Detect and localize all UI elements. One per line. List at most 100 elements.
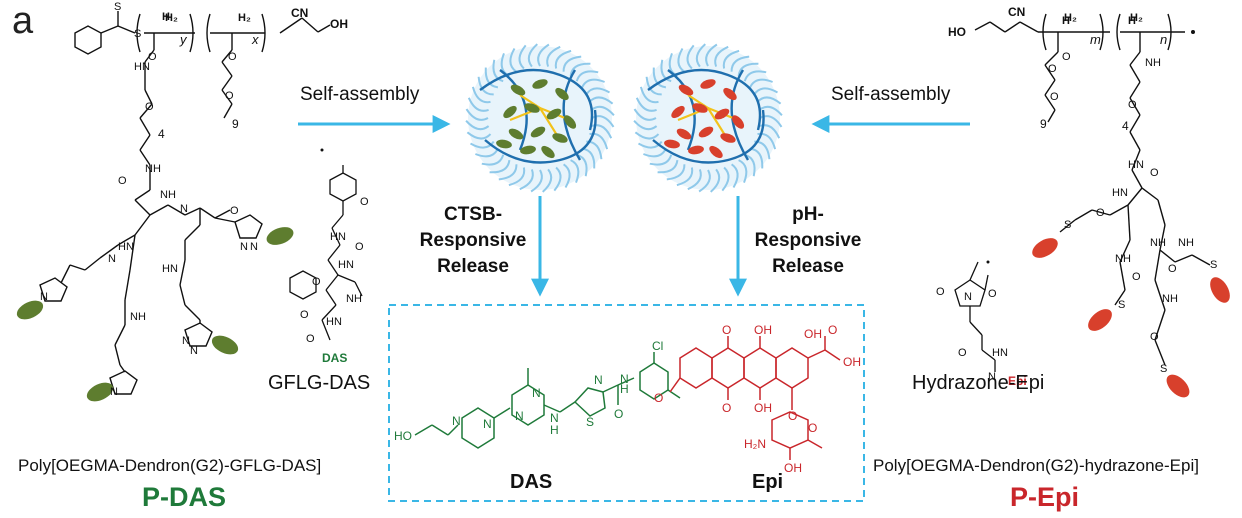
micelle-payload: [692, 103, 708, 113]
svg-text:NH: NH: [1115, 253, 1131, 265]
micelle-payload: [709, 145, 723, 159]
svg-text:N: N: [515, 409, 524, 423]
micelle-corona-strand: [721, 166, 730, 192]
gflg-das-drug-tag: DAS: [322, 351, 347, 365]
micelle-corona-strand: [677, 47, 686, 73]
svg-text:N: N: [108, 253, 116, 265]
micelle-corona-strand: [585, 87, 611, 96]
micelle-corona-strand: [676, 167, 694, 187]
svg-text:HN: HN: [162, 263, 178, 275]
svg-text:O: O: [118, 175, 127, 187]
das-structure: [414, 352, 681, 449]
micelle-corona-strand: [730, 55, 750, 72]
micelle-payload: [698, 126, 714, 138]
micelle-corona-strand: [743, 70, 767, 82]
p-das-oe-9: 9: [232, 117, 239, 131]
epi-atom-labels: O OH OH O OH O O OH O H₂N OH O: [654, 323, 861, 475]
svg-text:NH: NH: [1178, 237, 1194, 249]
svg-text:NH: NH: [145, 163, 161, 175]
micelle-corona-strand: [508, 167, 526, 187]
micelle-payload: [723, 87, 737, 101]
p-das-h2-b: H₂: [238, 12, 251, 24]
p-epi-micelle: [633, 43, 783, 193]
svg-text:N: N: [988, 371, 996, 383]
micelle-corona-strand: [657, 159, 679, 174]
micelle-corona-strand: [553, 166, 562, 192]
svg-text:H: H: [1062, 15, 1070, 27]
p-epi-h2-b: H₂: [1130, 12, 1143, 24]
p-epi-nitrile: CN: [1008, 5, 1025, 19]
micelle-corona-strand: [695, 43, 706, 68]
micelle-payload: [496, 139, 512, 149]
svg-text:H: H: [162, 11, 170, 23]
micelle-corona-strand: [637, 140, 663, 149]
micelle-corona-strand: [569, 62, 591, 77]
micelle-corona-strand: [518, 44, 527, 70]
svg-text:O: O: [306, 333, 315, 345]
micelle-corona-strand: [730, 163, 739, 189]
svg-text:O: O: [300, 309, 309, 321]
micelle-corona-strand: [756, 96, 782, 105]
micelle-corona-strand: [591, 124, 613, 139]
p-epi-acid: HO: [948, 25, 966, 39]
micelle-corona-strand: [591, 115, 615, 128]
gflg-das-structure: [289, 165, 363, 341]
svg-text:H: H: [550, 423, 559, 437]
micelle-corona-strand: [643, 148, 667, 158]
micelle-payload: [731, 115, 745, 129]
svg-text:O: O: [722, 323, 731, 337]
svg-text:O: O: [828, 323, 837, 337]
svg-text:O: O: [1168, 263, 1177, 275]
svg-text:O: O: [1150, 167, 1159, 179]
svg-text:NH: NH: [130, 311, 146, 323]
svg-text:O: O: [722, 401, 731, 415]
epi-structure: [669, 336, 841, 460]
micelle-corona-strand: [554, 49, 572, 69]
svg-text:O: O: [988, 288, 997, 300]
svg-text:N: N: [452, 414, 461, 428]
p-das-short-name: P-DAS: [142, 482, 227, 512]
svg-text:N: N: [532, 386, 541, 400]
svg-text:S: S: [134, 28, 141, 40]
svg-text:HN: HN: [326, 316, 342, 328]
svg-text:H: H: [1128, 15, 1136, 27]
micelle-corona-strand: [498, 164, 518, 181]
micelle-corona-strand: [666, 164, 686, 181]
svg-text:N: N: [190, 345, 198, 357]
micelle-corona-strand: [484, 67, 499, 89]
p-epi-oe-4: 4: [1122, 119, 1129, 133]
micelle-payload: [520, 145, 536, 155]
ctsb-release-line-1: CTSB-: [443, 204, 503, 225]
micelle-corona-strand: [738, 159, 748, 183]
micelle-corona-strand: [465, 108, 489, 121]
p-epi-repeat-m: m: [1090, 32, 1101, 47]
svg-text:S: S: [114, 1, 121, 13]
svg-text:N: N: [594, 373, 603, 387]
panel-label: a: [12, 0, 34, 42]
micelle-corona-strand: [589, 132, 609, 150]
svg-text:N: N: [483, 417, 492, 431]
gflg-das-label: GFLG-DAS: [268, 372, 371, 394]
micelle-payload: [676, 128, 692, 140]
svg-text:OH: OH: [754, 401, 772, 415]
micelle-payload: [563, 115, 577, 129]
p-das-repeat-y: y: [179, 32, 188, 47]
micelle-corona-strand: [588, 96, 614, 105]
micelle-corona-strand: [471, 86, 491, 104]
micelle-payload: [532, 79, 548, 89]
micelle-corona-strand: [492, 59, 504, 83]
micelle-payload: [530, 126, 546, 138]
micelle-corona-strand: [465, 120, 490, 131]
micelle-payload: [555, 87, 569, 101]
micelle-corona-strand: [581, 78, 605, 88]
svg-text:N: N: [40, 291, 48, 303]
p-das-repeat-x: x: [251, 32, 259, 47]
p-das-acid: OH: [330, 17, 348, 31]
micelle-corona-strand: [649, 154, 673, 166]
svg-text:Cl: Cl: [652, 339, 663, 353]
svg-text:O: O: [808, 421, 817, 435]
p-das-structure: [39, 11, 331, 395]
micelle-corona-strand: [758, 105, 783, 116]
micelle-corona-strand: [546, 45, 561, 67]
